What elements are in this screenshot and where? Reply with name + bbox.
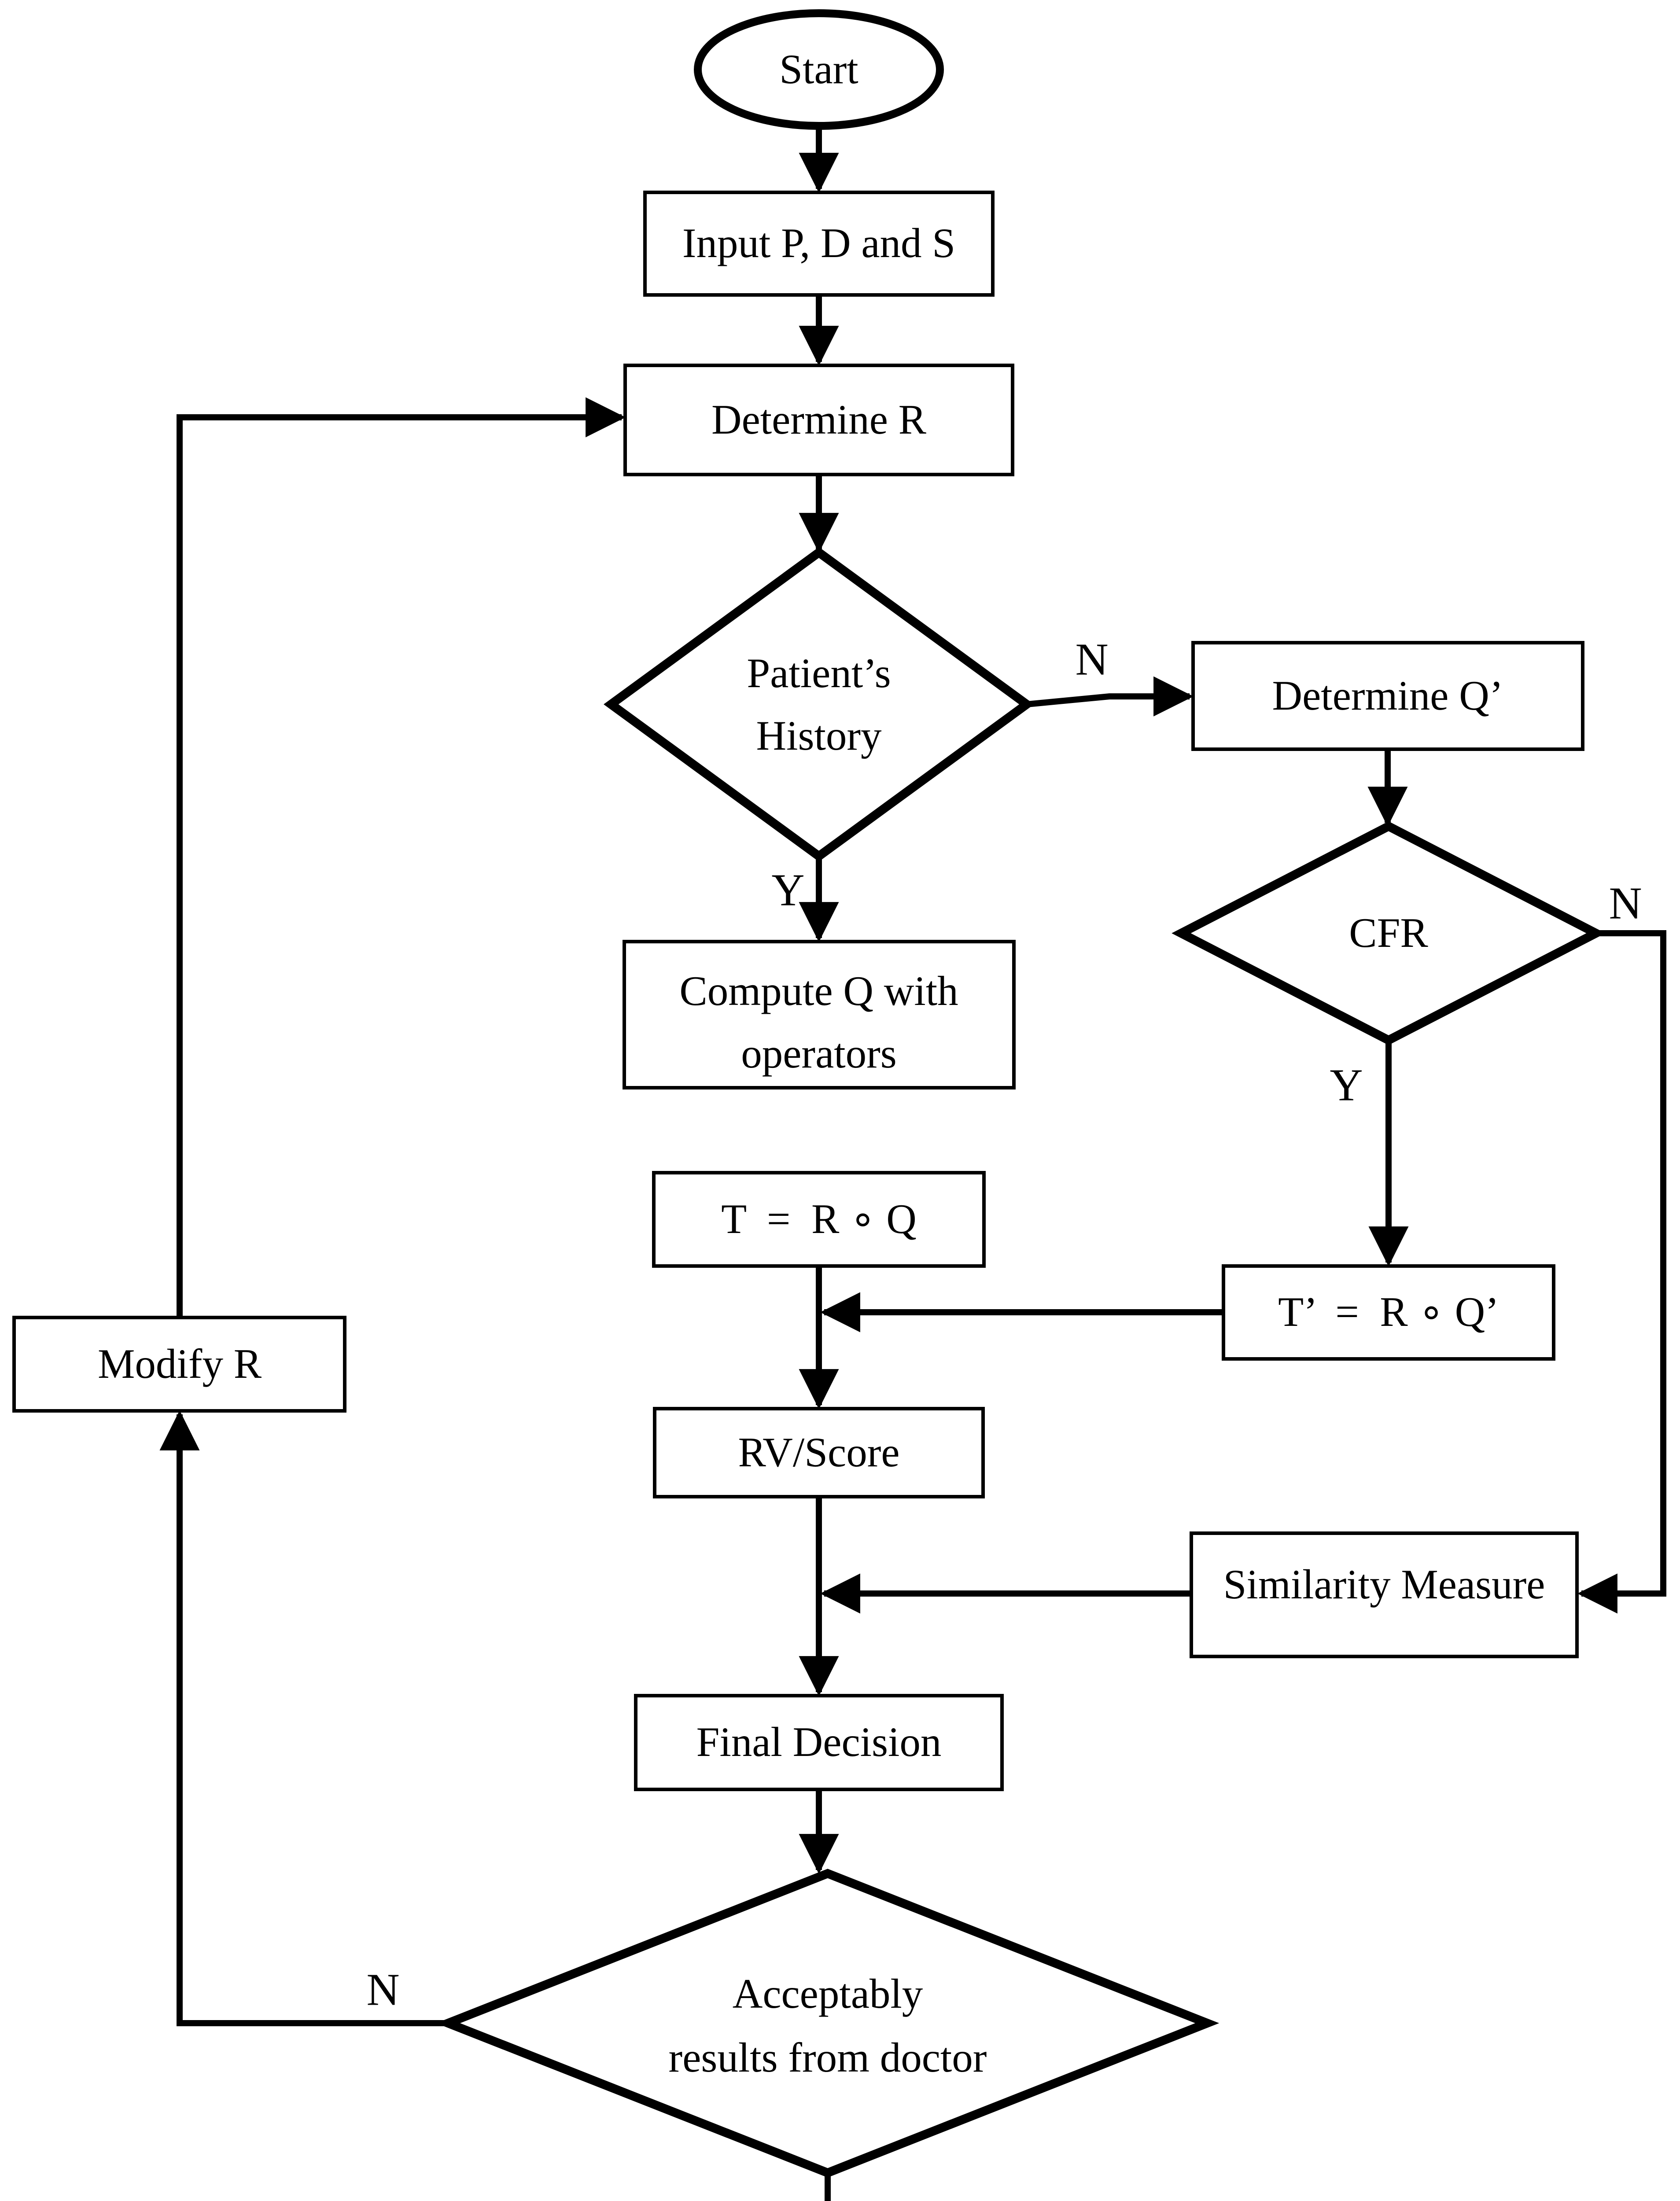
cfr-yes-label: Y <box>1330 1060 1363 1111</box>
modify-r-label: Modify R <box>97 1340 262 1388</box>
compute-q-label-line2: operators <box>741 1030 897 1077</box>
cfr-decision-shape <box>1172 821 1606 1045</box>
t-prime-composition-label: T’ = R ∘ Q’ <box>1278 1288 1499 1336</box>
acceptably-results-label-line1: Acceptably <box>732 1970 923 2017</box>
acceptably-no-label: N <box>366 1964 400 2015</box>
determine-r-label: Determine R <box>711 396 927 443</box>
cfr-no-label: N <box>1609 878 1642 929</box>
final-decision-process-shape <box>634 1694 1004 1791</box>
determine-q-prime-label: Determine Q’ <box>1272 672 1503 719</box>
modify-r-process-shape <box>12 1316 346 1413</box>
similarity-measure-label: Similarity Measure <box>1223 1561 1545 1608</box>
patients-history-yes-label: Y <box>771 865 805 916</box>
determine-r-process-shape <box>623 364 1014 476</box>
t-composition-label: T = R ∘ Q <box>721 1196 917 1243</box>
acceptably-results-decision-shape <box>436 1869 1219 2178</box>
patients-history-decision-shape <box>604 547 1034 862</box>
t-composition-process-shape <box>652 1171 986 1268</box>
cfr-label: CFR <box>1349 909 1428 957</box>
start-terminator-shape <box>694 9 944 130</box>
input-label: Input P, D and S <box>682 220 956 267</box>
edge-cfr-n-to-similarity <box>1577 930 1666 1614</box>
determine-q-prime-process-shape <box>1191 641 1584 751</box>
compute-q-label-line1: Compute Q with <box>679 968 958 1015</box>
patients-history-label-line2: History <box>756 712 882 759</box>
input-process-shape <box>643 191 995 297</box>
t-prime-composition-process-shape <box>1222 1264 1555 1361</box>
edge-modify-r-to-determine-r <box>177 397 626 1318</box>
similarity-measure-process-shape <box>1190 1531 1579 1658</box>
compute-q-process-shape <box>623 940 1016 1089</box>
edge-history-n-to-determine-q <box>1026 676 1194 717</box>
patients-history-label-line1: Patient’s <box>747 650 891 697</box>
acceptably-results-label-line2: results from doctor <box>668 2034 987 2081</box>
rv-score-process-shape <box>653 1407 985 1498</box>
patients-history-no-label: N <box>1075 634 1109 685</box>
start-label: Start <box>779 46 858 93</box>
edge-acceptably-n-to-modify-r <box>159 1410 448 2026</box>
final-decision-label: Final Decision <box>696 1719 942 1766</box>
rv-score-label: RV/Score <box>738 1429 900 1476</box>
